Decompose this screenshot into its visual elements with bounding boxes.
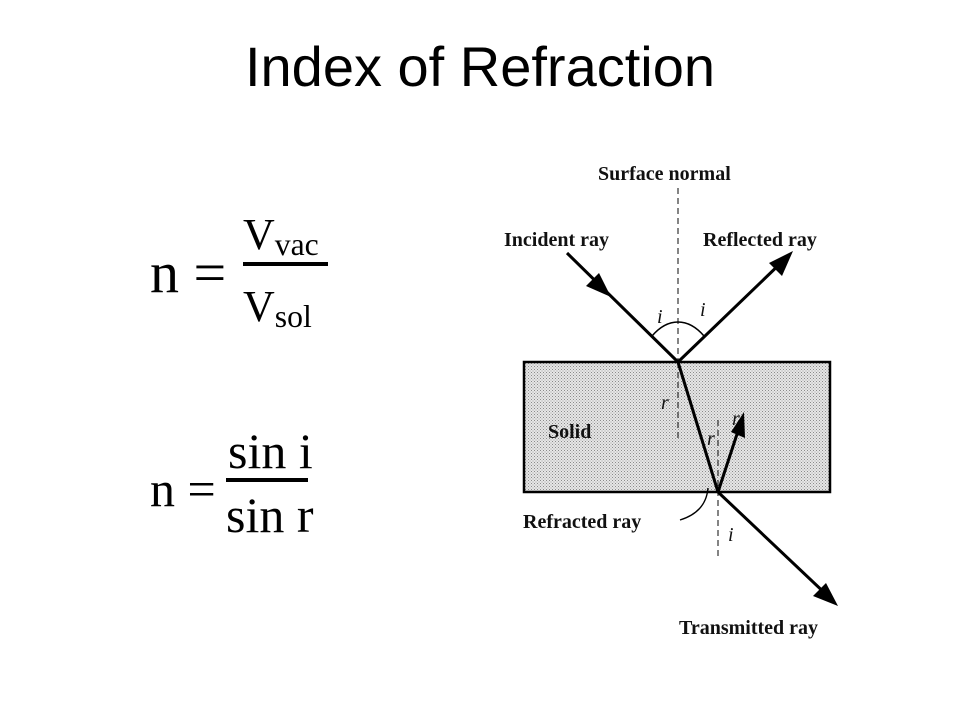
numerator-base: V <box>243 210 275 259</box>
transmitted-ray <box>716 490 832 600</box>
transmitted-arrowhead <box>813 583 838 606</box>
internal-reflected-ray <box>716 424 742 493</box>
equation1-numerator: Vvac <box>243 209 319 262</box>
refracted-ray-label: Refracted ray <box>523 511 641 533</box>
solid-block <box>522 360 832 494</box>
numerator-subscript: vac <box>274 226 319 262</box>
equation1-denominator: Vsol <box>243 281 312 334</box>
incident-angle-arc <box>651 321 679 337</box>
surface-normal-label: Surface normal <box>598 163 731 185</box>
velocity-ratio-equation: n = Vvac Vsol <box>140 205 360 345</box>
page-title: Index of Refraction <box>244 35 716 98</box>
equation2-numerator: sin i <box>228 423 313 479</box>
equation2-denominator: sin r <box>226 487 314 543</box>
solid-label: Solid <box>548 421 591 443</box>
reflected-angle-arc <box>677 321 705 337</box>
exit-angle-label: i <box>728 524 734 546</box>
refracted-ray-leader <box>679 487 709 521</box>
incident-angle-label: i <box>657 306 663 328</box>
denominator-subscript: sol <box>274 298 312 334</box>
reflected-ray-label: Reflected ray <box>703 229 817 251</box>
internal-reflected-angle-label: r <box>732 408 740 430</box>
denominator-base: V <box>243 282 275 331</box>
transmitted-ray-label: Transmitted ray <box>679 617 818 639</box>
reflected-ray <box>676 256 788 364</box>
refracted-ray <box>676 361 720 493</box>
incident-ray-label: Incident ray <box>504 229 609 251</box>
refracted-top-angle-label: r <box>661 392 669 414</box>
incident-ray <box>565 251 680 364</box>
equation1-lhs: n = <box>150 240 227 305</box>
equation2-lhs: n = <box>150 461 216 517</box>
fraction-bar <box>226 478 308 482</box>
reflected-angle-label: i <box>700 299 706 321</box>
incident-arrowhead <box>586 273 611 297</box>
reflected-arrowhead <box>769 251 793 276</box>
internal-reflected-arrowhead <box>731 412 745 438</box>
snells-law-equation: n = sin i sin r <box>140 420 340 550</box>
refracted-bottom-angle-label: r <box>707 428 715 450</box>
fraction-bar <box>243 262 328 266</box>
